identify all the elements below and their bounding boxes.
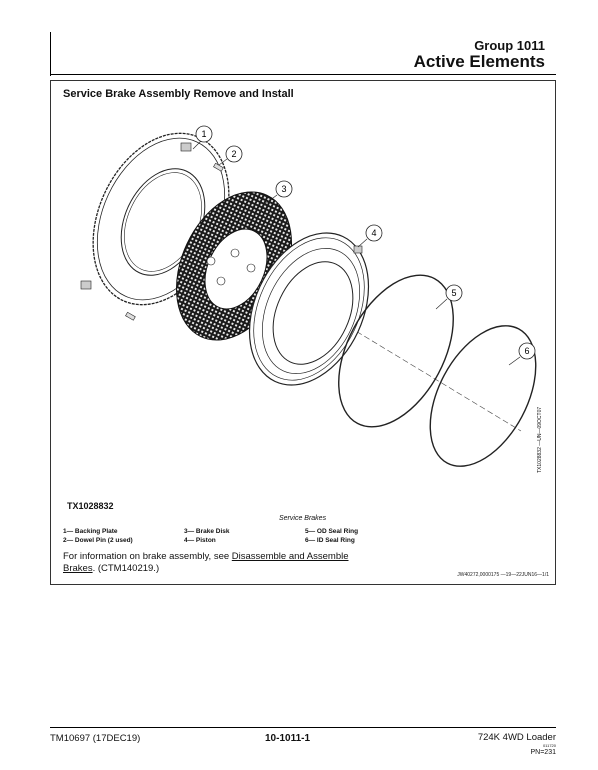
- procedure-panel: Service Brake Assembly Remove and Instal…: [50, 80, 556, 585]
- figure-caption: Service Brakes: [279, 515, 327, 522]
- panel-title: Service Brake Assembly Remove and Instal…: [63, 88, 294, 100]
- svg-text:3: 3: [281, 184, 286, 194]
- callout-1: 1: [192, 125, 213, 150]
- info-suffix: . (CTM140219.): [92, 562, 160, 574]
- legend-item: 2— Dowel Pin (2 used): [63, 537, 133, 544]
- callout-6: 6: [508, 342, 536, 366]
- footer-small-code: 011720: [542, 743, 556, 748]
- header-horizontal-rule: [50, 74, 556, 75]
- svg-text:2: 2: [231, 149, 236, 159]
- disassemble-link[interactable]: Disassemble and Assemble Brakes: [63, 551, 349, 574]
- section-title: Active Elements: [413, 52, 545, 71]
- group-label: Group 1011: [474, 38, 545, 53]
- footer-model: 724K 4WD Loader: [477, 732, 556, 743]
- footer-rule: [50, 727, 556, 728]
- callout-4: 4: [357, 224, 383, 248]
- legend-column-2: 3— Brake Disk 4— Piston: [184, 527, 230, 545]
- svg-text:5: 5: [451, 288, 456, 298]
- info-text: For information on brake assembly, see D…: [63, 551, 353, 574]
- svg-text:6: 6: [524, 346, 529, 356]
- footer-pn: PN=231: [530, 749, 557, 756]
- svg-text:4: 4: [371, 228, 376, 238]
- dowel-pin: [125, 162, 224, 321]
- legend-item: 3— Brake Disk: [184, 528, 230, 535]
- callout-5: 5: [435, 284, 463, 310]
- callout-2: 2: [218, 145, 243, 166]
- legend-column-1: 1— Backing Plate 2— Dowel Pin (2 used): [63, 527, 133, 545]
- footer-manual-id: TM10697 (17DEC19): [50, 733, 141, 744]
- callout-3: 3: [260, 180, 293, 208]
- piston: [248, 232, 370, 386]
- info-prefix: For information on brake assembly, see: [63, 551, 232, 562]
- legend-item: 4— Piston: [184, 537, 216, 544]
- reference-code: JW40272,0000175 ―19―22JUN16—1/1: [457, 572, 549, 578]
- svg-text:1: 1: [201, 129, 206, 139]
- footer-page-number: 10-1011-1: [265, 733, 311, 744]
- legend-item: 6— ID Seal Ring: [305, 537, 355, 544]
- brake-exploded-diagram: 1 2 3 4 5 6: [80, 125, 537, 467]
- legend-column-3: 5— OD Seal Ring 6— ID Seal Ring: [305, 527, 358, 545]
- legend-item: 5— OD Seal Ring: [305, 528, 359, 535]
- figure-id: TX1028832: [67, 501, 114, 511]
- od-seal-ring: [338, 274, 454, 428]
- header-vertical-rule: [50, 32, 51, 76]
- figure-side-id: TX1028832 —UN—09OCT07: [537, 406, 543, 473]
- id-seal-ring: [429, 325, 537, 467]
- legend-item: 1— Backing Plate: [63, 528, 118, 535]
